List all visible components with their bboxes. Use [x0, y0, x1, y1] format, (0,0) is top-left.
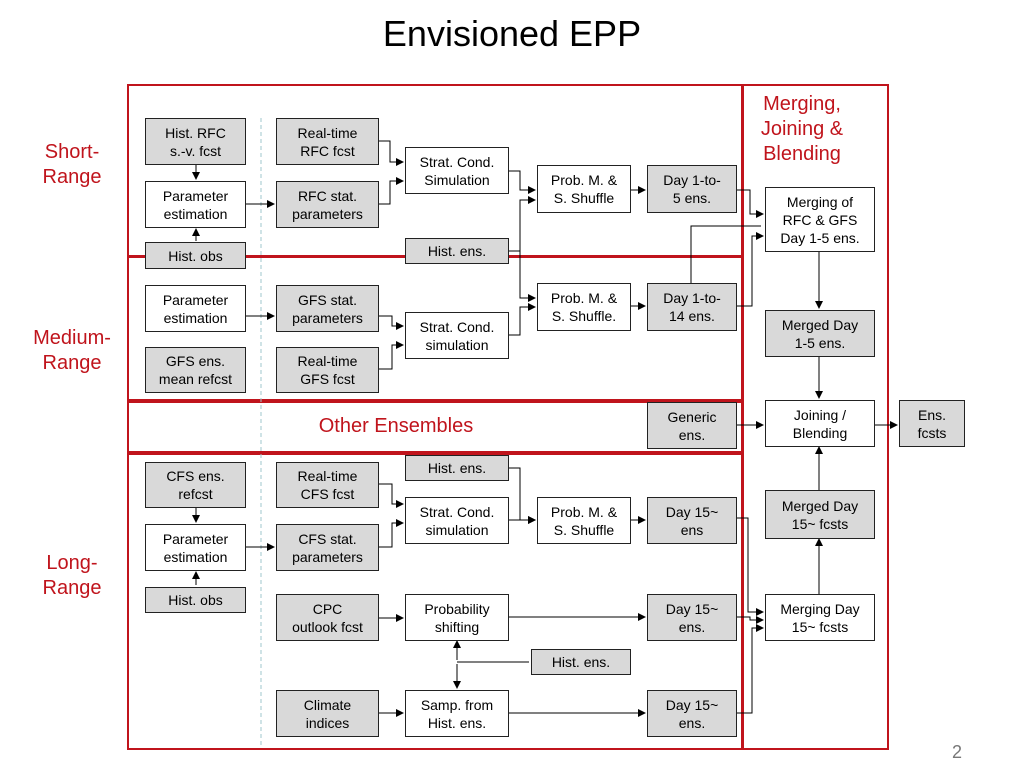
day-1-14-box: Day 1-to- 14 ens.: [647, 283, 737, 331]
medium-range-label: Medium- Range: [33, 327, 111, 374]
hist-rfc-box: Hist. RFC s.-v. fcst: [145, 118, 246, 165]
parameter-estimation-short-box: Parameter estimation: [145, 181, 246, 228]
ens-fcsts-box: Ens. fcsts: [899, 400, 965, 447]
hist-ens-short-box: Hist. ens.: [405, 238, 509, 264]
strat-cond-medium-box: Strat. Cond. simulation: [405, 312, 509, 359]
hist-ens-long-top-box: Hist. ens.: [405, 455, 509, 481]
page-number: 2: [951, 742, 962, 762]
merging-region-label: Merging, Joining & Blending: [760, 93, 844, 165]
climate-indices-box: Climate indices: [276, 690, 379, 737]
strat-cond-long-box: Strat. Cond. simulation: [405, 497, 509, 544]
hist-obs-short-box: Hist. obs: [145, 242, 246, 269]
prob-shuffle-long-box: Prob. M. & S. Shuffle: [537, 497, 631, 544]
day-1-5-box: Day 1-to- 5 ens.: [647, 165, 737, 213]
merged-day-15-box: Merged Day 15~ fcsts: [765, 490, 875, 539]
cpc-outlook-box: CPC outlook fcst: [276, 594, 379, 641]
prob-shuffle-medium-box: Prob. M. & S. Shuffle.: [537, 283, 631, 331]
hist-ens-long-bottom-box: Hist. ens.: [531, 649, 631, 675]
realtime-gfs-box: Real-time GFS fcst: [276, 347, 379, 393]
cfs-stat-box: CFS stat. parameters: [276, 524, 379, 571]
page-title: Envisioned EPP: [382, 13, 642, 54]
day-15-ens-b-box: Day 15~ ens.: [647, 594, 737, 641]
other-ensembles-region: [127, 401, 744, 453]
other-ensembles-label: Other Ensembles: [318, 415, 474, 437]
short-range-label: Short- Range: [42, 141, 102, 188]
joining-blending-box: Joining / Blending: [765, 400, 875, 447]
parameter-estimation-medium-box: Parameter estimation: [145, 285, 246, 332]
long-range-region: [127, 453, 744, 750]
generic-ens-box: Generic ens.: [647, 402, 737, 449]
rfc-stat-box: RFC stat. parameters: [276, 181, 379, 228]
merging-day-15-box: Merging Day 15~ fcsts: [765, 594, 875, 641]
samp-hist-ens-box: Samp. from Hist. ens.: [405, 690, 509, 737]
gfs-ens-box: GFS ens. mean refcst: [145, 347, 246, 393]
gfs-stat-box: GFS stat. parameters: [276, 285, 379, 332]
long-range-label: Long- Range: [42, 552, 102, 599]
day-15-ens-a-box: Day 15~ ens: [647, 497, 737, 544]
parameter-estimation-long-box: Parameter estimation: [145, 524, 246, 571]
hist-obs-long-box: Hist. obs: [145, 587, 246, 613]
day-15-ens-c-box: Day 15~ ens.: [647, 690, 737, 737]
realtime-cfs-box: Real-time CFS fcst: [276, 462, 379, 508]
cfs-ens-box: CFS ens. refcst: [145, 462, 246, 508]
merging-region: [741, 84, 889, 750]
strat-cond-short-box: Strat. Cond. Simulation: [405, 147, 509, 194]
merged-day-1-5-box: Merged Day 1-5 ens.: [765, 310, 875, 357]
merging-rfc-gfs-box: Merging of RFC & GFS Day 1-5 ens.: [765, 187, 875, 252]
probability-shifting-box: Probability shifting: [405, 594, 509, 641]
prob-shuffle-short-box: Prob. M. & S. Shuffle: [537, 165, 631, 213]
realtime-rfc-box: Real-time RFC fcst: [276, 118, 379, 165]
